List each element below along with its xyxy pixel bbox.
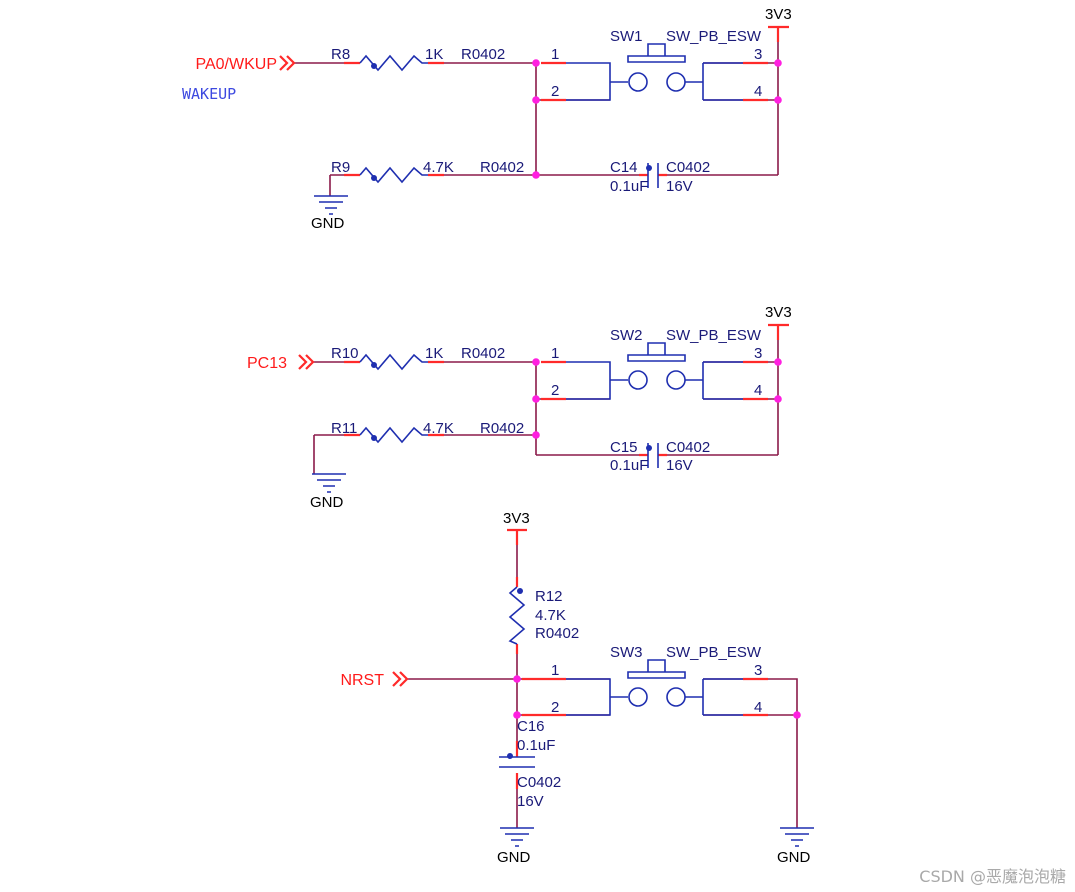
pin-sw2-3: 3: [754, 345, 762, 362]
pin-stubs: [344, 27, 780, 177]
port-pa0-wkup: [279, 55, 296, 71]
pin-sw1-1: 1: [551, 46, 559, 63]
port-nrst: [392, 671, 409, 687]
pin-sw2-1: 1: [551, 345, 559, 362]
pkg-r8: R0402: [461, 46, 505, 63]
capacitor-c16-dot: [507, 753, 513, 759]
circuit-sw2: PC13 R10 1K R0402 R11 4.7K R0402 SW2 SW_…: [247, 304, 792, 511]
voltage-c14: 16V: [666, 178, 693, 195]
pin-sw3-4: 4: [754, 699, 762, 716]
ref-r12: R12: [535, 588, 563, 605]
pin-sw2-2: 2: [551, 382, 559, 399]
net-label-wakeup: WAKEUP: [182, 85, 236, 103]
value-r11: 4.7K: [423, 420, 454, 437]
junctions-sw3: [513, 675, 801, 719]
pkg-r9: R0402: [480, 159, 524, 176]
value-r10: 1K: [425, 345, 443, 362]
pin-sw3-3: 3: [754, 662, 762, 679]
switch-sw2-contact-b: [666, 370, 686, 390]
junctions-sw2: [532, 358, 782, 439]
pin-sw1-4: 4: [754, 83, 762, 100]
pkg-r12: R0402: [535, 625, 579, 642]
ref-c15: C15: [610, 439, 638, 456]
junctions-sw1: [532, 59, 782, 179]
power-label-3v3-sw2: 3V3: [765, 304, 792, 321]
capacitor-c14-dot: [646, 165, 652, 171]
ref-r10: R10: [331, 345, 359, 362]
ground-gnd-sw3-symbol: [780, 827, 814, 847]
switch-sw3-contact-a: [628, 687, 648, 707]
value-r8: 1K: [425, 46, 443, 63]
pin-stubs: [344, 325, 780, 457]
switch-sw3: [566, 659, 743, 716]
ref-sw1: SW1: [610, 28, 643, 45]
circuit-sw3: NRST 3V3 R12 4.7K R0402 SW3 SW_PB_ESW 1 …: [340, 510, 814, 866]
resistor-r8-dot: [371, 63, 377, 69]
pin-sw2-4: 4: [754, 382, 762, 399]
part-sw1: SW_PB_ESW: [666, 28, 762, 45]
voltage-c15: 16V: [666, 457, 693, 474]
capacitor-c16: [499, 756, 535, 768]
pin-sw3-1: 1: [551, 662, 559, 679]
resistor-r12: [508, 586, 526, 645]
net-label-nrst: NRST: [340, 672, 384, 689]
net-label-pc13: PC13: [247, 355, 287, 372]
value-c14: 0.1uF: [610, 178, 648, 195]
power-label-3v3-sw1: 3V3: [765, 6, 792, 23]
watermark: CSDN @恶魔泡泡糖: [919, 867, 1066, 886]
ground-gnd-rst-symbol: [500, 827, 534, 847]
ref-r11: R11: [331, 420, 357, 437]
ref-r9: R9: [331, 159, 350, 176]
ground-label-sw2: GND: [310, 494, 344, 511]
resistor-r10-dot: [371, 362, 377, 368]
resistor-r8: [359, 54, 428, 72]
ref-sw3: SW3: [610, 644, 643, 661]
ref-r8: R8: [331, 46, 350, 63]
ground-gnd-sw1-symbol: [314, 195, 348, 215]
resistor-r10: [359, 353, 428, 371]
switch-sw3-contact-b: [666, 687, 686, 707]
value-c16: 0.1uF: [517, 737, 555, 754]
resistor-r11-dot: [371, 435, 377, 441]
capacitor-c15-dot: [646, 445, 652, 451]
voltage-c16: 16V: [517, 793, 544, 810]
pin-stubs: [515, 530, 768, 789]
ground-label-sw3: GND: [777, 849, 811, 866]
pin-sw1-2: 2: [551, 83, 559, 100]
resistor-r9: [359, 166, 428, 184]
pkg-c16: C0402: [517, 774, 561, 791]
pkg-r11: R0402: [480, 420, 524, 437]
value-r9: 4.7K: [423, 159, 454, 176]
ref-c14: C14: [610, 159, 638, 176]
pkg-r10: R0402: [461, 345, 505, 362]
value-r12: 4.7K: [535, 607, 566, 624]
value-c15: 0.1uF: [610, 457, 648, 474]
pin-sw3-2: 2: [551, 699, 559, 716]
switch-sw2: [566, 342, 743, 400]
part-sw3: SW_PB_ESW: [666, 644, 762, 661]
switch-sw2-contact-a: [628, 370, 648, 390]
power-label-3v3-rst: 3V3: [503, 510, 530, 527]
pkg-c15: C0402: [666, 439, 710, 456]
ref-c16: C16: [517, 718, 545, 735]
ground-gnd-sw2-symbol: [312, 473, 346, 493]
resistor-r9-dot: [371, 175, 377, 181]
switch-sw1: [566, 43, 743, 101]
ground-label-sw1: GND: [311, 215, 345, 232]
switch-sw1-contact-b: [666, 72, 686, 92]
pin-sw1-3: 3: [754, 46, 762, 63]
pkg-c14: C0402: [666, 159, 710, 176]
ground-label-rst: GND: [497, 849, 531, 866]
resistor-r11: [359, 426, 428, 444]
part-sw2: SW_PB_ESW: [666, 327, 762, 344]
switch-sw1-contact-a: [628, 72, 648, 92]
port-pc13: [298, 354, 315, 370]
ref-sw2: SW2: [610, 327, 643, 344]
resistor-r12-dot: [517, 588, 523, 594]
net-label-pa0-wkup: PA0/WKUP: [196, 56, 278, 73]
circuit-sw1: PA0/WKUP WAKEUP R8 1K R0402 R9 4.7K R040…: [182, 6, 792, 232]
